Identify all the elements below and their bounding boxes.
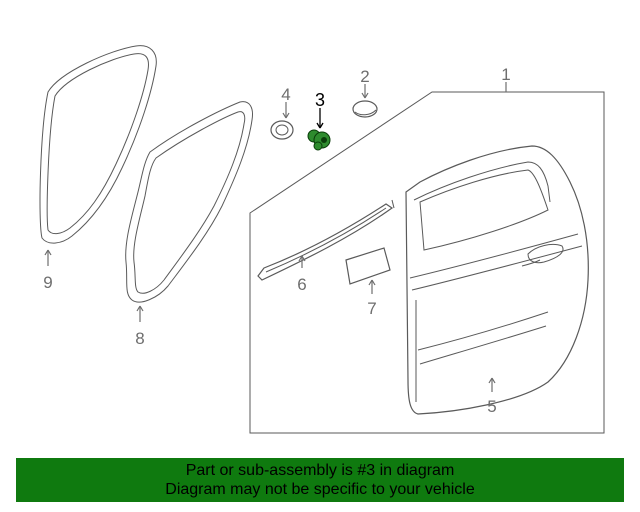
callout-5[interactable]: 5 (487, 397, 496, 416)
callout-8[interactable]: 8 (135, 329, 144, 348)
leader-lines (44, 82, 507, 392)
parts-diagram: 1 2 3 4 5 6 7 8 9 (39, 45, 605, 434)
info-banner: Part or sub-assembly is #3 in diagram Di… (16, 458, 624, 502)
banner-line-2: Diagram may not be specific to your vehi… (165, 481, 475, 498)
part-9-weatherstrip[interactable] (39, 45, 157, 244)
part-3-clip[interactable] (307, 129, 331, 151)
part-2-plug[interactable] (352, 100, 378, 118)
callout-1[interactable]: 1 (501, 65, 510, 84)
part-8-weatherstrip[interactable] (125, 101, 253, 303)
callout-9[interactable]: 9 (43, 273, 52, 292)
callout-4[interactable]: 4 (281, 85, 290, 104)
assembly-outline (249, 91, 605, 434)
part-7-patch[interactable] (345, 247, 391, 285)
callout-7[interactable]: 7 (367, 299, 376, 318)
part-4-grommet[interactable] (270, 120, 294, 140)
banner-line-1: Part or sub-assembly is #3 in diagram (185, 462, 455, 479)
part-6-moulding[interactable] (257, 199, 395, 281)
callout-3[interactable]: 3 (315, 90, 325, 110)
part-1-door-assembly[interactable] (405, 145, 589, 415)
callout-6[interactable]: 6 (297, 275, 306, 294)
callout-2[interactable]: 2 (360, 67, 369, 86)
